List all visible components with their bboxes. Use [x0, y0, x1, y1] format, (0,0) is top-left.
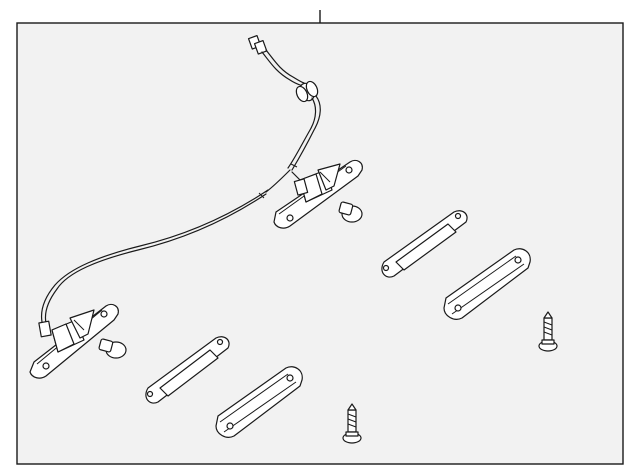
- diagram-frame: [16, 22, 624, 465]
- harness-connector: [247, 34, 268, 55]
- lens-upper: [381, 210, 468, 278]
- harness-grommet: [295, 80, 319, 103]
- screw-upper: [538, 311, 558, 352]
- lens-cover-upper: [443, 248, 531, 320]
- bulb-socket-upper: [338, 201, 363, 223]
- lens-cover-lower: [215, 366, 303, 438]
- screw-lower: [342, 403, 362, 444]
- bulb-socket-lower: [98, 338, 127, 359]
- lamp-housing-upper: [273, 159, 363, 229]
- lamp-housing-lower: [29, 303, 119, 379]
- wiring-harness: [40, 34, 321, 324]
- lens-lower: [145, 336, 230, 404]
